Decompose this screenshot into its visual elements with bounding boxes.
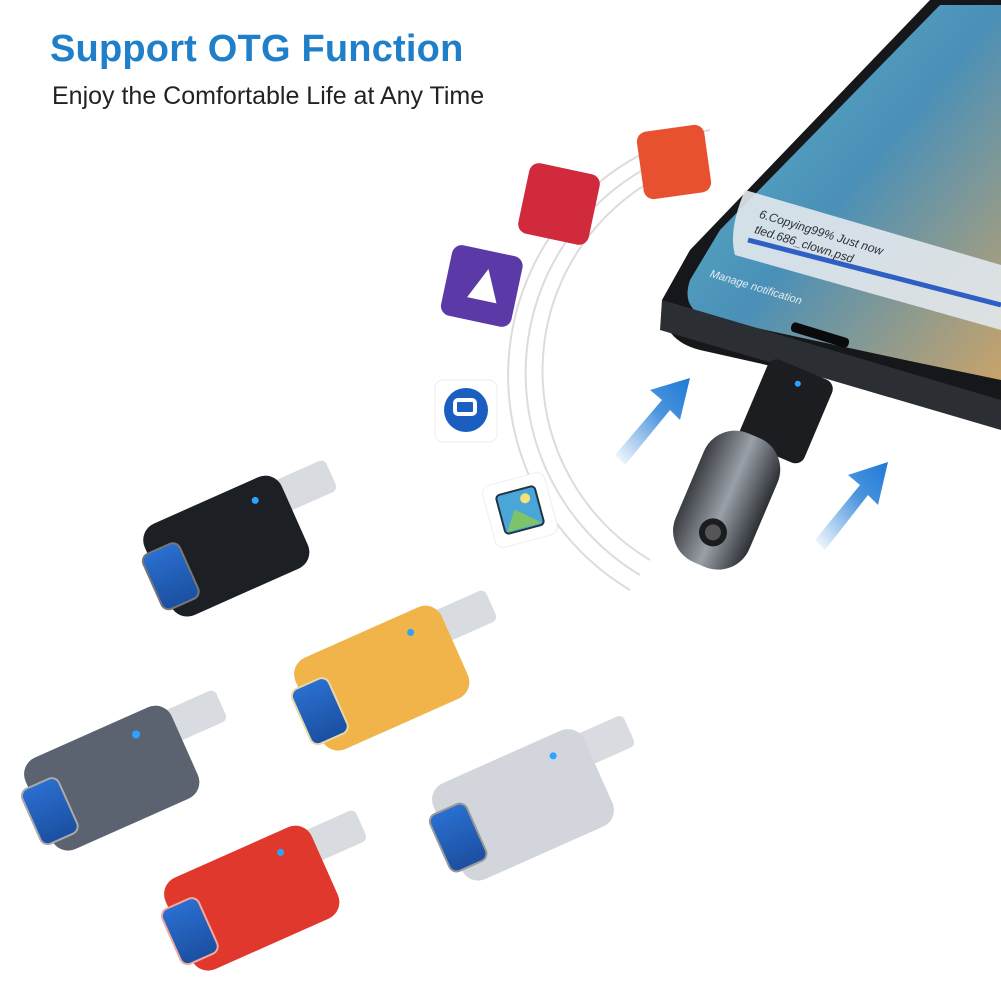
orange-tile-icon [636, 124, 712, 200]
silver-adapter [428, 716, 635, 881]
copy-progress-bar [747, 237, 1001, 308]
page-title: Support OTG Function [50, 28, 464, 70]
up-arrow-icon [615, 378, 690, 465]
red-adapter [160, 810, 367, 971]
plugged-adapter [673, 359, 833, 570]
music-app-icon [434, 379, 498, 443]
page-subtitle: Enjoy the Comfortable Life at Any Time [52, 82, 485, 110]
gray-adapter [20, 690, 227, 851]
smartphone [660, 0, 1001, 430]
connection-arc [507, 129, 711, 591]
notification-card [732, 190, 1001, 330]
red-tile-icon [518, 163, 600, 245]
video-play-icon [440, 245, 523, 327]
image-gallery-icon [482, 472, 558, 548]
black-adapter [141, 460, 337, 617]
gold-adapter [290, 590, 497, 751]
up-arrow-icon [815, 462, 888, 550]
